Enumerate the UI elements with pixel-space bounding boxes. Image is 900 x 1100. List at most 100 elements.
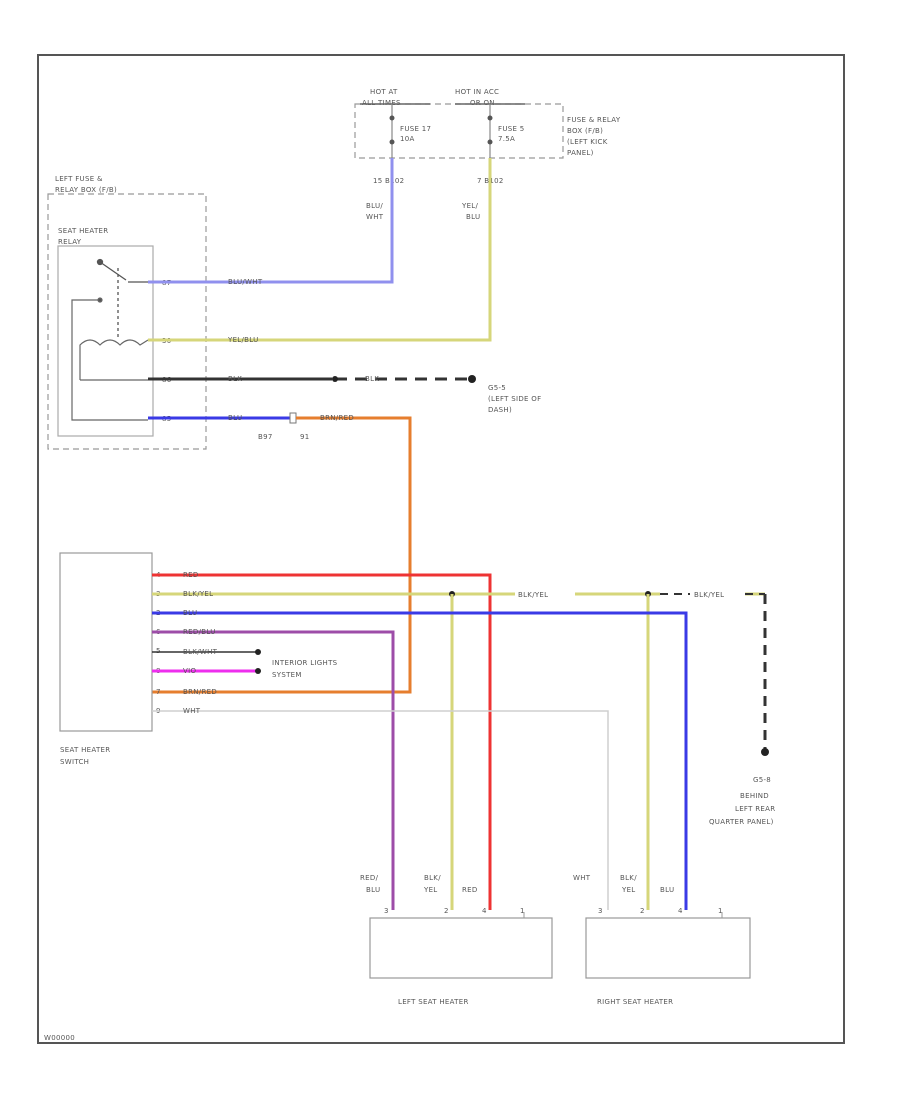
diagram-frame [37,54,845,1044]
left-fuse-relay-box-label: LEFT FUSE & RELAY BOX (F/B) [55,175,117,194]
svg-text:FUSE 17: FUSE 17 [400,125,431,133]
svg-text:B97: B97 [258,433,273,441]
blk-yel-right-label: BLK/YEL [694,591,724,599]
relay-switch-contact [96,258,148,338]
ground-wire-label: BLK [365,375,379,383]
svg-text:BLU: BLU [366,886,380,894]
svg-text:SEAT HEATER: SEAT HEATER [60,746,110,754]
wire-wht [152,710,609,910]
wire-brn-red-switch-label: BRN/RED [183,688,217,696]
wire-blu-wht [148,158,394,284]
right-seat-heater-body [585,917,751,979]
seat-heater-switch-body [59,552,153,732]
svg-text:91: 91 [300,433,310,441]
svg-text:7: 7 [156,688,161,696]
svg-text:LEFT FUSE &: LEFT FUSE & [55,175,103,183]
seat-heater-relay-label: SEAT HEATER RELAY [58,227,108,246]
wire-vio-label: VIO [183,667,196,675]
svg-text:DASH): DASH) [488,406,512,414]
wire-blk-label: BLK [228,375,242,383]
ground-1-point [468,375,476,383]
svg-text:OR ON: OR ON [470,99,495,107]
svg-text:WHT: WHT [573,874,591,882]
svg-text:HOT AT: HOT AT [370,88,398,96]
svg-text:G5-5: G5-5 [488,384,506,392]
wire-wht-label: WHT [183,707,201,715]
svg-text:FUSE 5: FUSE 5 [498,125,525,133]
fuse-17-label: FUSE 17 10A [400,125,431,143]
svg-text:FUSE & RELAY: FUSE & RELAY [567,116,621,124]
svg-text:BLU/: BLU/ [366,202,383,210]
fuse-17-pin-label: 15 B102 [373,177,404,185]
svg-text:BEHIND: BEHIND [740,792,769,800]
relay-coil [71,297,149,421]
svg-text:3: 3 [384,907,389,915]
svg-text:QUARTER PANEL): QUARTER PANEL) [709,818,774,826]
blk-yel-mid-label: BLK/YEL [518,591,548,599]
svg-text:YEL/: YEL/ [461,202,478,210]
left-heater-pins: 3 2 4 1 [384,907,525,918]
left-fuse-relay-box-outline [47,193,207,450]
svg-text:7.5A: 7.5A [498,135,515,143]
right-heater-pins: 3 2 4 1 [598,907,723,918]
svg-text:4: 4 [482,907,487,915]
wire-red-label: RED [183,571,199,579]
wire-red-blu [152,630,395,910]
left-heater-wire-labels: RED/ BLU BLK/ YEL RED [360,874,478,894]
fuse-5-symbol [487,104,493,158]
wire-blu-wht-label: BLU/WHT [228,278,263,286]
svg-text:BOX (F/B): BOX (F/B) [567,127,603,135]
wire-yel-blu [148,158,492,342]
svg-text:PANEL): PANEL) [567,149,594,157]
svg-text:BLK/: BLK/ [424,874,441,882]
svg-text:G5-8: G5-8 [753,776,771,784]
wire-blu [152,611,688,910]
ground-1-label: G5-5 (LEFT SIDE OF DASH) [488,384,541,414]
yel-blu-vertical-label: YEL/ BLU [461,202,480,221]
svg-text:YEL: YEL [423,886,438,894]
svg-text:YEL: YEL [621,886,636,894]
svg-text:SYSTEM: SYSTEM [272,671,302,679]
right-seat-heater-label: RIGHT SEAT HEATER [597,998,673,1006]
ground-2-label: G5-8 BEHIND LEFT REAR QUARTER PANEL) [709,776,775,826]
right-heater-wire-labels: WHT BLK/ YEL BLU [573,874,674,894]
svg-text:2: 2 [640,907,645,915]
svg-text:1: 1 [718,907,723,915]
wire-blk-wht-label: BLK/WHT [183,648,218,656]
wire-yel-blu-label: YEL/BLU [227,336,259,344]
wire-red [152,573,492,910]
left-seat-heater-label: LEFT SEAT HEATER [398,998,469,1006]
diagram-code: W00000 [44,1034,75,1042]
left-seat-heater-body [369,917,553,979]
svg-text:1: 1 [520,907,525,915]
fuse-box-outline [354,103,564,159]
svg-text:RED/: RED/ [360,874,379,882]
svg-text:RELAY BOX (F/B): RELAY BOX (F/B) [55,186,117,194]
svg-text:2: 2 [444,907,449,915]
fuse-5-label: FUSE 5 7.5A [498,125,525,143]
wire-brn-red [152,416,412,694]
svg-text:10A: 10A [400,135,415,143]
svg-text:ALL TIMES: ALL TIMES [362,99,401,107]
hot-in-acc-label: HOT IN ACC OR ON [455,88,499,107]
wire-blu-relay-label: BLU [228,414,242,422]
svg-text:RELAY: RELAY [58,238,82,246]
svg-text:INTERIOR LIGHTS: INTERIOR LIGHTS [272,659,338,667]
hot-at-all-times-label: HOT AT ALL TIMES [362,88,401,107]
ground-2-point [761,748,769,756]
fuse-17-symbol [389,104,395,158]
svg-text:WHT: WHT [366,213,384,221]
svg-text:3: 3 [598,907,603,915]
wire-red-blu-label: RED/BLU [183,628,216,636]
blu-wht-vertical-label: BLU/ WHT [366,202,384,221]
svg-text:(LEFT SIDE OF: (LEFT SIDE OF [488,395,541,403]
wire-blu-label: BLU [183,609,197,617]
svg-text:BLU: BLU [660,886,674,894]
wire-brn-red-label: BRN/RED [320,414,354,422]
svg-text:HOT IN ACC: HOT IN ACC [455,88,499,96]
svg-text:RED: RED [462,886,478,894]
svg-text:LEFT REAR: LEFT REAR [735,805,775,813]
svg-text:4: 4 [678,907,683,915]
svg-text:BLK/: BLK/ [620,874,637,882]
